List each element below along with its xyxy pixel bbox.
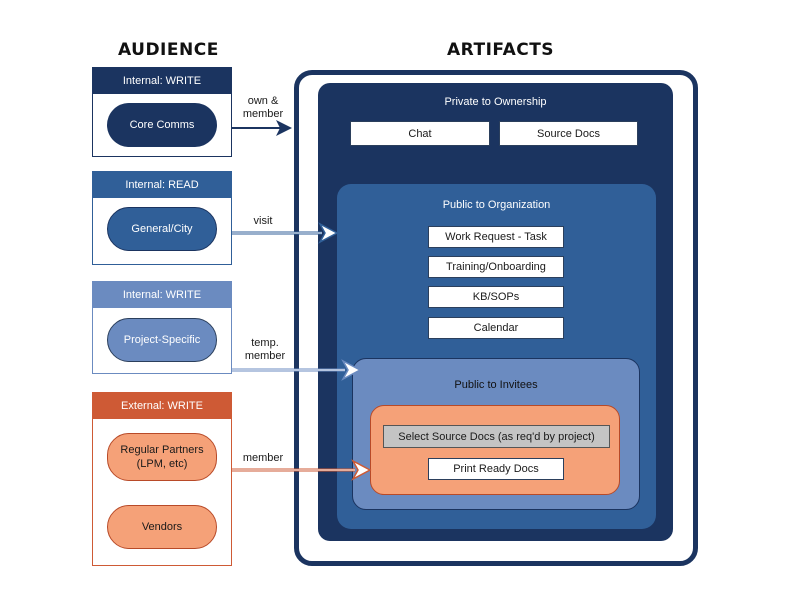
source-docs-box: Source Docs bbox=[499, 121, 638, 146]
arrow-label-temp-member: temp. member bbox=[244, 337, 286, 362]
audience-group-internal-write: Internal: WRITE Core Comms bbox=[92, 67, 232, 157]
audience-group-internal-read: Internal: READ General/City bbox=[92, 171, 232, 265]
audience-group-external-write: External: WRITE Regular Partners (LPM, e… bbox=[92, 392, 232, 566]
select-source-docs-box: Select Source Docs (as req'd by project) bbox=[383, 425, 610, 448]
audience-header: Internal: WRITE bbox=[93, 282, 231, 308]
vendors-pill: Vendors bbox=[107, 505, 217, 549]
general-city-pill: General/City bbox=[107, 207, 217, 251]
project-specific-pill: Project-Specific bbox=[107, 318, 217, 362]
arrow-own-member bbox=[232, 120, 292, 136]
kb-sops-box: KB/SOPs bbox=[428, 286, 564, 308]
organization-zone-title: Public to Organization bbox=[442, 199, 551, 211]
audience-header: Internal: READ bbox=[93, 172, 231, 198]
training-onboarding-box: Training/Onboarding bbox=[428, 256, 564, 278]
print-ready-docs-box: Print Ready Docs bbox=[428, 458, 564, 480]
arrow-member bbox=[232, 459, 372, 481]
artifacts-heading: ARTIFACTS bbox=[447, 40, 555, 60]
audience-heading: AUDIENCE bbox=[118, 40, 219, 60]
audience-header: Internal: WRITE bbox=[93, 68, 231, 94]
audience-header: External: WRITE bbox=[93, 393, 231, 419]
arrow-label-own-member: own & member bbox=[242, 95, 284, 120]
private-zone-title: Private to Ownership bbox=[444, 96, 547, 108]
core-comms-pill: Core Comms bbox=[107, 103, 217, 147]
arrow-label-member: member bbox=[242, 452, 284, 464]
calendar-box: Calendar bbox=[428, 317, 564, 339]
regular-partners-pill: Regular Partners (LPM, etc) bbox=[107, 433, 217, 481]
invitee-artifacts-group bbox=[370, 405, 620, 495]
work-request-box: Work Request - Task bbox=[428, 226, 564, 248]
arrow-visit bbox=[232, 222, 339, 244]
invitees-zone-title: Public to Invitees bbox=[454, 379, 538, 391]
chat-box: Chat bbox=[350, 121, 490, 146]
audience-group-project-write: Internal: WRITE Project-Specific bbox=[92, 281, 232, 374]
arrow-label-visit: visit bbox=[253, 215, 273, 227]
arrow-temp-member bbox=[232, 359, 362, 381]
